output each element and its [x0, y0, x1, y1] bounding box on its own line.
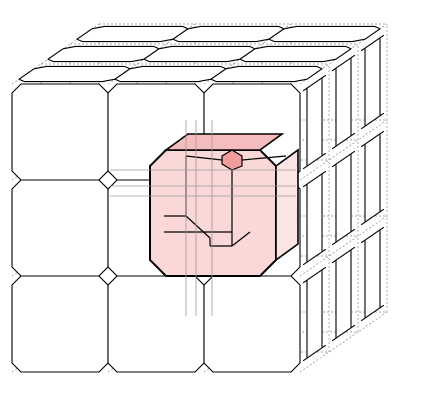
top-face — [143, 45, 256, 63]
hidden-depth-edge — [299, 215, 388, 277]
right-face — [360, 34, 385, 130]
center-cell-inner-edge — [241, 155, 287, 161]
front-face — [203, 275, 301, 373]
right-face — [360, 130, 385, 226]
hidden-depth-edge — [299, 311, 388, 373]
center-cell-inner-edge — [231, 231, 251, 247]
top-face — [114, 65, 227, 83]
center-cell-inner-edge — [185, 155, 223, 161]
top-face — [172, 25, 285, 43]
center-cell-inner-edge — [185, 215, 211, 239]
right-face — [302, 266, 327, 362]
center-cell-side-face — [275, 148, 299, 262]
front-face — [11, 275, 109, 373]
right-face — [360, 226, 385, 322]
center-cell-top-face — [163, 133, 285, 151]
top-face — [76, 25, 189, 43]
top-face — [239, 45, 352, 63]
vertex-junction — [98, 170, 118, 190]
hidden-depth-edge — [299, 119, 388, 181]
right-face — [331, 150, 356, 246]
right-face — [331, 54, 356, 150]
top-face — [210, 65, 323, 83]
top-face — [47, 45, 160, 63]
top-face — [268, 25, 381, 43]
top-face — [18, 65, 131, 83]
right-face — [331, 246, 356, 342]
vertex-junction — [98, 266, 118, 286]
front-face — [11, 179, 109, 277]
front-face — [107, 275, 205, 373]
right-face — [302, 170, 327, 266]
front-face — [11, 83, 109, 181]
right-face — [302, 74, 327, 170]
center-cell-front-face — [149, 149, 277, 277]
highlighted-center-cell — [110, 120, 299, 316]
